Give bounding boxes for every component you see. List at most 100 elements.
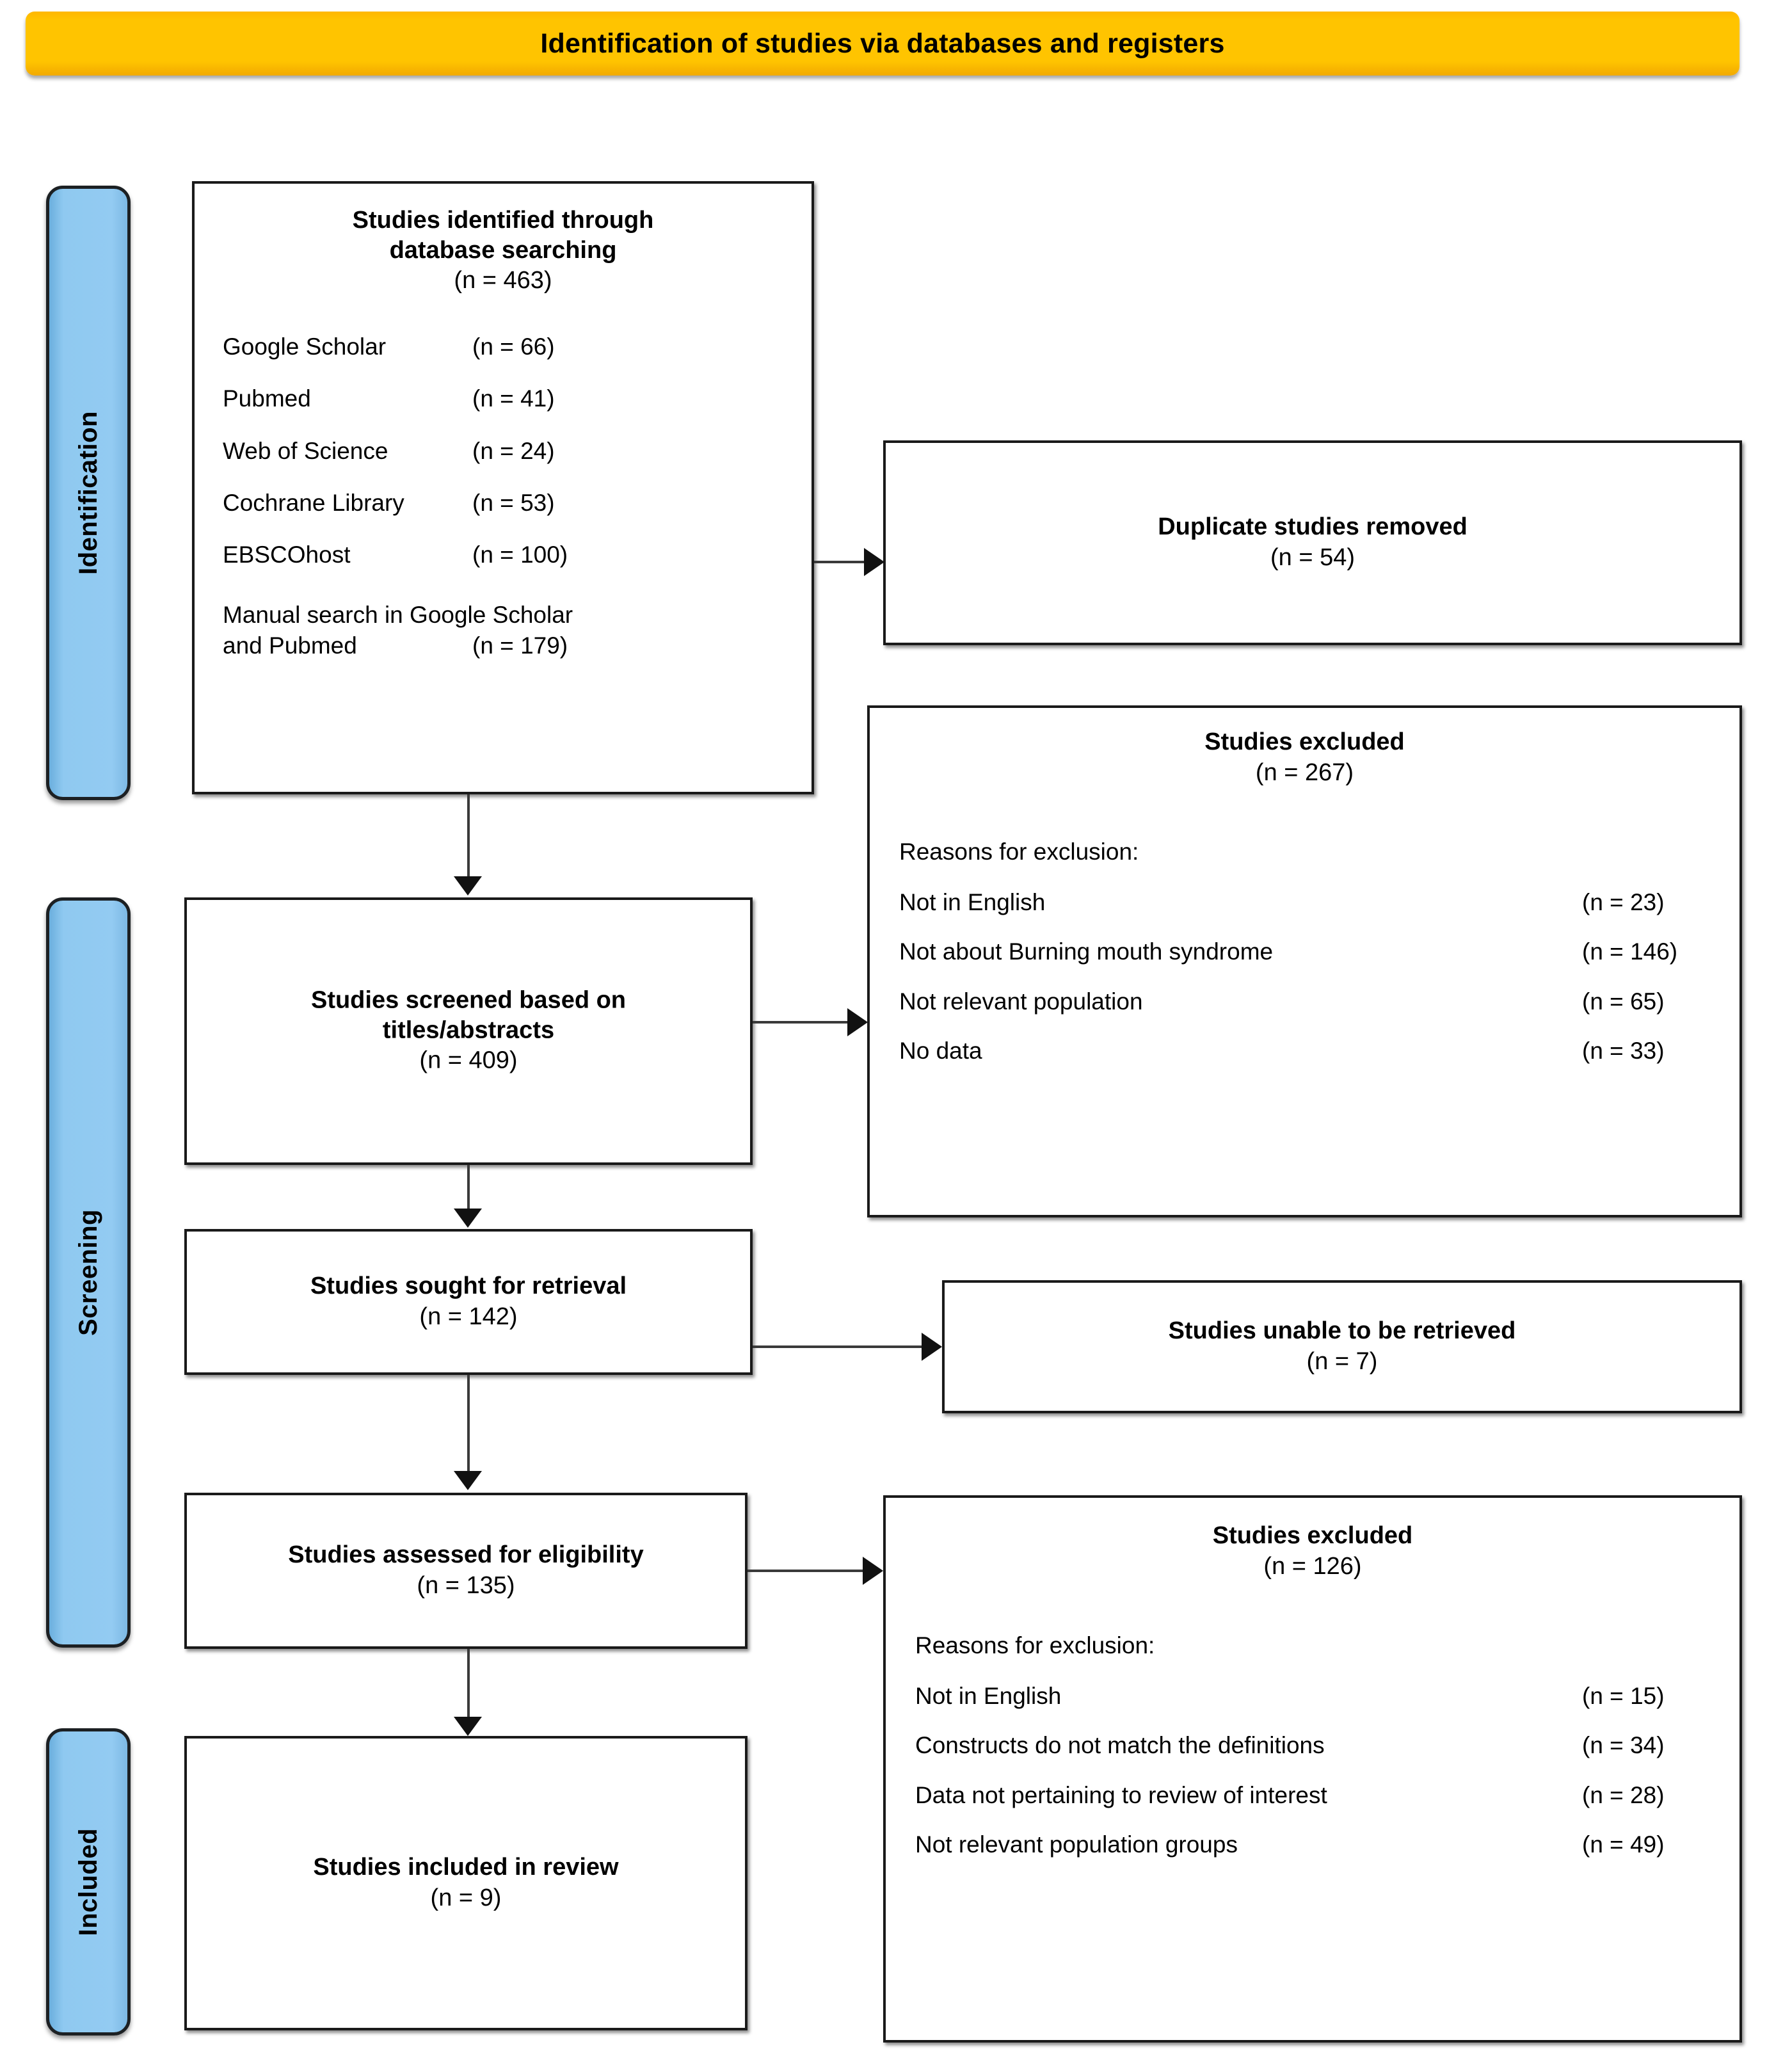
box-studies-excluded-eligibility: Studies excluded (n = 126) Reasons for e…: [883, 1495, 1742, 2043]
database-source-row: EBSCOhost (n = 100): [223, 540, 783, 570]
exclusion-reason-count: (n = 146): [1582, 938, 1678, 965]
manual-search-block: Manual search in Google Scholar and Pubm…: [223, 600, 783, 661]
database-source-label: Google Scholar: [223, 333, 387, 360]
stage-bar-screening: Screening: [46, 897, 131, 1648]
exclusion-reason-label: No data: [899, 1038, 982, 1064]
excluded-eligibility-reasons-title: Reasons for exclusion:: [915, 1632, 1155, 1659]
database-source-label: EBSCOhost: [223, 542, 351, 568]
excluded-screening-heading: Studies excluded: [1204, 728, 1405, 755]
exclusion-reason-count: (n = 23): [1582, 889, 1665, 916]
studies-unable-count: (n = 7): [1306, 1347, 1378, 1375]
database-source-count: (n = 66): [472, 333, 555, 360]
exclusion-reason-row: Constructs do not match the definitions …: [915, 1730, 1710, 1760]
stage-label-identification: Identification: [74, 411, 102, 575]
studies-assessed-heading: Studies assessed for eligibility: [288, 1541, 644, 1568]
exclusion-reason-count: (n = 15): [1582, 1683, 1665, 1710]
excluded-screening-reason-list: Not in English (n = 23) Not about Burnin…: [899, 887, 1710, 1066]
studies-unable-heading: Studies unable to be retrieved: [1168, 1317, 1516, 1344]
connector-assessed-to-excluded: [748, 1570, 865, 1572]
studies-identified-heading-line1: Studies identified through: [352, 207, 654, 234]
exclusion-reason-label: Not in English: [899, 889, 1046, 916]
connector-identified-to-duplicates: [814, 561, 867, 563]
exclusion-reason-label: Not about Burning mouth syndrome: [899, 938, 1274, 965]
exclusion-reason-row: No data (n = 33): [899, 1036, 1710, 1066]
manual-search-count: (n = 179): [472, 632, 568, 659]
studies-identified-count: (n = 463): [454, 267, 552, 294]
database-source-count: (n = 100): [472, 542, 568, 568]
database-source-label: Pubmed: [223, 385, 311, 412]
database-source-row: Google Scholar (n = 66): [223, 332, 783, 362]
excluded-eligibility-heading: Studies excluded: [1212, 1522, 1413, 1549]
connector-screened-to-sought: [467, 1165, 470, 1211]
database-source-count: (n = 53): [472, 489, 555, 516]
database-source-row: Pubmed (n = 41): [223, 383, 783, 414]
database-source-row: Web of Science (n = 24): [223, 436, 783, 466]
excluded-eligibility-count: (n = 126): [1263, 1552, 1362, 1580]
manual-search-line2: and Pubmed: [223, 632, 357, 659]
box-duplicate-studies-removed: Duplicate studies removed (n = 54): [883, 440, 1742, 645]
arrowhead-assessed-to-excluded: [863, 1557, 883, 1585]
arrowhead-screened-to-sought: [454, 1209, 482, 1228]
stage-label-screening: Screening: [74, 1209, 102, 1336]
connector-identified-to-screened: [467, 794, 470, 878]
studies-identified-heading: Studies identified through database sear…: [223, 205, 783, 265]
studies-included-count: (n = 9): [430, 1884, 502, 1911]
database-source-row: Cochrane Library (n = 53): [223, 488, 783, 518]
connector-assessed-to-included: [467, 1649, 470, 1718]
arrowhead-identified-to-screened: [454, 876, 482, 895]
arrowhead-screened-to-excluded: [847, 1008, 868, 1036]
excluded-eligibility-reason-list: Not in English (n = 15) Constructs do no…: [915, 1681, 1710, 1859]
page-title: Identification of studies via databases …: [540, 28, 1225, 59]
stage-bar-identification: Identification: [46, 186, 131, 800]
manual-search-line1: Manual search in Google Scholar: [223, 601, 573, 628]
exclusion-reason-label: Not in English: [915, 1683, 1062, 1710]
stage-label-included: Included: [74, 1827, 102, 1936]
studies-sought-heading: Studies sought for retrieval: [310, 1272, 627, 1299]
exclusion-reason-count: (n = 28): [1582, 1781, 1665, 1808]
stage-bar-included: Included: [46, 1728, 131, 2036]
database-source-list: Google Scholar (n = 66) Pubmed (n = 41) …: [223, 332, 783, 570]
connector-sought-to-assessed: [467, 1375, 470, 1472]
exclusion-reason-row: Not in English (n = 23): [899, 887, 1710, 917]
box-studies-screened: Studies screened based on titles/abstrac…: [184, 897, 753, 1165]
connector-sought-to-unable: [753, 1345, 924, 1348]
studies-identified-heading-line2: database searching: [389, 236, 617, 264]
exclusion-reason-row: Not in English (n = 15): [915, 1681, 1710, 1711]
exclusion-reason-row: Data not pertaining to review of interes…: [915, 1780, 1710, 1810]
exclusion-reason-count: (n = 34): [1582, 1732, 1665, 1759]
box-studies-assessed-for-eligibility: Studies assessed for eligibility (n = 13…: [184, 1493, 748, 1649]
exclusion-reason-count: (n = 65): [1582, 988, 1665, 1015]
manual-search-line2-row: and Pubmed (n = 179): [223, 630, 783, 661]
diagram-header-banner: Identification of studies via databases …: [26, 12, 1739, 76]
excluded-screening-count: (n = 267): [1255, 759, 1354, 786]
exclusion-reason-row: Not relevant population groups (n = 49): [915, 1829, 1710, 1859]
connector-screened-to-excluded: [753, 1021, 850, 1024]
studies-screened-heading-line1: Studies screened based on: [310, 986, 627, 1014]
excluded-screening-reasons-title: Reasons for exclusion:: [899, 839, 1139, 865]
studies-screened-heading: Studies screened based on titles/abstrac…: [206, 986, 731, 1045]
studies-included-heading: Studies included in review: [313, 1853, 619, 1881]
arrowhead-identified-to-duplicates: [864, 548, 884, 576]
duplicate-studies-heading: Duplicate studies removed: [1158, 513, 1467, 540]
database-source-count: (n = 24): [472, 437, 555, 464]
box-studies-identified: Studies identified through database sear…: [192, 181, 814, 794]
arrowhead-sought-to-unable: [922, 1333, 942, 1361]
studies-sought-count: (n = 142): [419, 1303, 518, 1330]
exclusion-reason-count: (n = 33): [1582, 1038, 1665, 1064]
database-source-label: Web of Science: [223, 437, 388, 464]
exclusion-reason-label: Data not pertaining to review of interes…: [915, 1781, 1327, 1808]
box-studies-sought-for-retrieval: Studies sought for retrieval (n = 142): [184, 1229, 753, 1375]
database-source-count: (n = 41): [472, 385, 555, 412]
box-studies-unable-to-be-retrieved: Studies unable to be retrieved (n = 7): [942, 1280, 1742, 1413]
exclusion-reason-label: Not relevant population: [899, 988, 1143, 1015]
exclusion-reason-row: Not about Burning mouth syndrome (n = 14…: [899, 936, 1710, 967]
duplicate-studies-count: (n = 54): [1270, 543, 1355, 571]
studies-screened-count: (n = 409): [419, 1047, 518, 1075]
database-source-label: Cochrane Library: [223, 489, 404, 516]
exclusion-reason-row: Not relevant population (n = 65): [899, 986, 1710, 1016]
studies-assessed-count: (n = 135): [417, 1571, 515, 1599]
studies-screened-heading-line2: titles/abstracts: [382, 1016, 555, 1044]
arrowhead-assessed-to-included: [454, 1717, 482, 1736]
exclusion-reason-label: Constructs do not match the definitions: [915, 1732, 1325, 1759]
